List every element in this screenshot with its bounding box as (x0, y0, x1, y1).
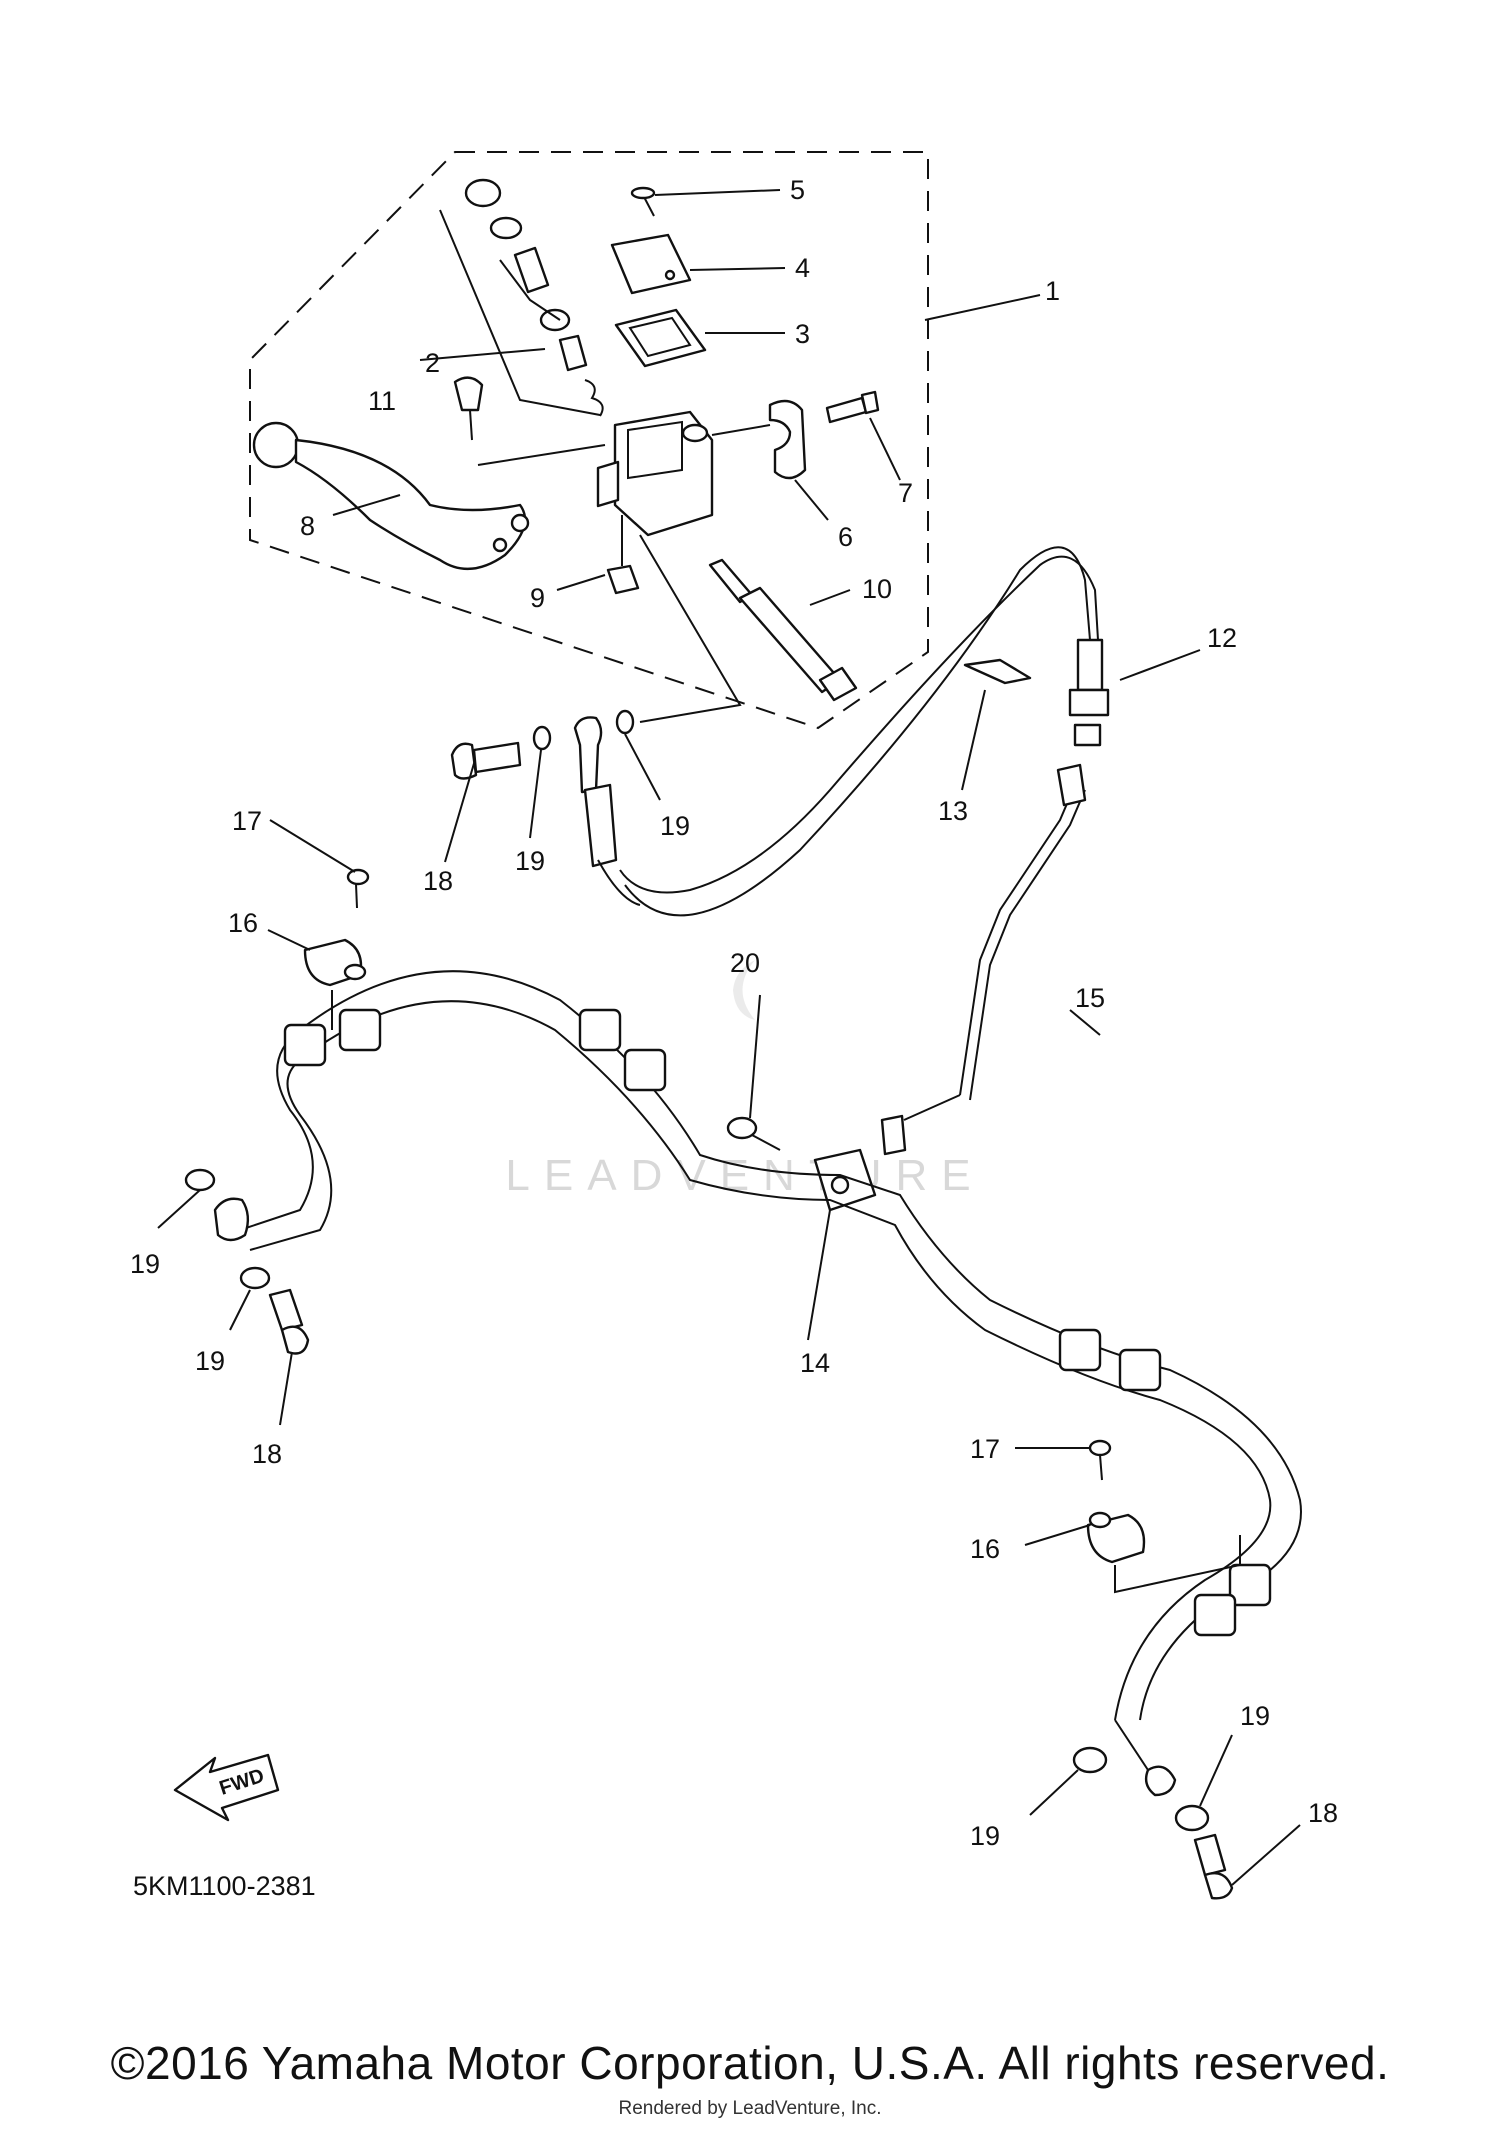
callout-20: 20 (730, 948, 760, 978)
hose-clamp-lower (1086, 1511, 1241, 1594)
pivot-nut (606, 515, 640, 595)
render-credit: Rendered by LeadVenture, Inc. (618, 2098, 882, 2119)
copyright-notice: ©2016 Yamaha Motor Corporation, U.S.A. A… (110, 2037, 1390, 2089)
callout-19c: 19 (130, 1249, 160, 1279)
callout-13: 13 (938, 796, 968, 826)
callout-18c: 18 (1308, 1798, 1338, 1828)
callout-1: 1 (1045, 276, 1060, 306)
master-cylinder (596, 410, 714, 537)
callout-labels: 1 2 3 4 5 6 7 8 9 10 11 12 13 14 15 16 1… (130, 175, 1338, 1851)
callout-14: 14 (800, 1348, 830, 1378)
callout-17b: 17 (970, 1434, 1000, 1464)
brake-switch (708, 558, 858, 702)
pivot-bolt (453, 376, 606, 466)
cap-screw (630, 186, 656, 217)
banjo-left (213, 1197, 250, 1242)
brake-pipe (880, 763, 1087, 1156)
banjo-fitting (573, 716, 641, 906)
diagram-code: 5KM1100-2381 (133, 1871, 316, 1901)
callout-7: 7 (898, 478, 913, 508)
watermark: LEADVENTURE (505, 960, 971, 1200)
washer (1072, 1746, 1108, 1774)
callout-2: 2 (425, 348, 440, 378)
washer (1174, 1804, 1210, 1832)
washer (184, 1168, 216, 1192)
diaphragm (614, 308, 707, 368)
clamp-bolt-upper (346, 868, 370, 909)
union-bolt-top (450, 741, 522, 780)
reservoir-cap (610, 233, 692, 295)
callout-18: 18 (423, 866, 453, 896)
callout-12: 12 (1207, 623, 1237, 653)
brake-hose-lower (299, 970, 1302, 1721)
callout-18b: 18 (252, 1439, 282, 1469)
callout-4: 4 (795, 253, 810, 283)
callout-19d: 19 (195, 1346, 225, 1376)
assembly-boundary (249, 151, 929, 730)
callout-3: 3 (795, 319, 810, 349)
washer (239, 1266, 271, 1290)
callout-8: 8 (300, 511, 315, 541)
washer (532, 725, 552, 751)
callout-15: 15 (1075, 983, 1105, 1013)
piston-kit (439, 178, 604, 417)
hose-joint-center (813, 1148, 877, 1212)
callout-19: 19 (515, 846, 545, 876)
callout-6: 6 (838, 522, 853, 552)
callout-19f: 19 (970, 1821, 1000, 1851)
brake-lever (252, 421, 530, 571)
leader (639, 534, 742, 723)
joint-bolt (726, 1116, 781, 1151)
bracket (963, 658, 1032, 685)
callout-16: 16 (228, 908, 258, 938)
holder-bolt (825, 390, 880, 424)
union-bolt-left (268, 1288, 310, 1355)
hose-bands (283, 1008, 1272, 1637)
leader-lines (157, 189, 1301, 1886)
hose-joint (1068, 638, 1110, 747)
callout-5: 5 (790, 175, 805, 205)
callout-11: 11 (368, 386, 396, 416)
callout-17: 17 (232, 806, 262, 836)
callout-19b: 19 (660, 811, 690, 841)
callout-10: 10 (862, 574, 892, 604)
banjo-right (1114, 1719, 1177, 1797)
fwd-arrow: FWD (173, 1753, 280, 1822)
callout-19e: 19 (1240, 1701, 1270, 1731)
brake-hose-left (239, 1029, 314, 1231)
brake-hose-upper (624, 546, 1091, 917)
callout-9: 9 (530, 583, 545, 613)
holder (711, 399, 807, 480)
callout-16b: 16 (970, 1534, 1000, 1564)
union-bolt-right (1193, 1833, 1234, 1900)
washer (615, 709, 635, 735)
clamp-bolt-lower (1088, 1439, 1112, 1481)
hose-clamp-upper (303, 938, 367, 1030)
